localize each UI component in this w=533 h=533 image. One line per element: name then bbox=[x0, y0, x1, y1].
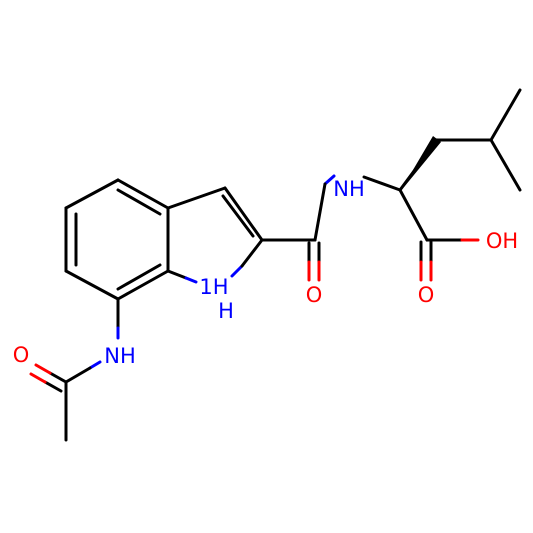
pyrrole-ring bbox=[166, 186, 264, 284]
bond-c4-c5 bbox=[64, 178, 120, 210]
bond-c3-c3a bbox=[166, 186, 227, 210]
carboxylic-acid bbox=[419, 238, 480, 282]
carbonyl-o-label: O bbox=[306, 283, 323, 307]
acetyl-o-label: O bbox=[13, 343, 30, 367]
isobutyl-side-chain bbox=[398, 88, 522, 192]
bond-nh-c bbox=[323, 174, 336, 186]
bond-n1-c2-blue bbox=[230, 264, 244, 278]
bond-ch3-top bbox=[489, 88, 522, 142]
bond-c3a-c4 bbox=[116, 178, 170, 210]
bond-nh-cacyl-blue bbox=[88, 360, 102, 370]
amide-linkage bbox=[260, 174, 336, 282]
bond-nh-cacyl bbox=[64, 366, 92, 384]
bond-c7-c7a-inner bbox=[116, 263, 162, 291]
bond-cacyl-o-a-red bbox=[34, 363, 52, 375]
bond-ch3-right bbox=[489, 138, 522, 192]
indole-1h-label: 1H bbox=[199, 275, 228, 299]
bond-c2-c3 bbox=[223, 186, 264, 242]
alpha-carbon-bonds bbox=[362, 175, 429, 242]
bond-cacyl-o-b bbox=[43, 380, 63, 393]
acetamide-group bbox=[29, 297, 120, 442]
bond-c7a-n1-black bbox=[166, 269, 188, 280]
bond-c7a-n1-blue bbox=[184, 276, 198, 284]
bond-cacyl-o-a bbox=[48, 371, 68, 384]
bond-cacyl-o-b-red bbox=[29, 372, 47, 384]
bond-c3a-c4-inner bbox=[116, 188, 162, 216]
stereo-wedge bbox=[400, 136, 441, 192]
indole-h-label: H bbox=[218, 299, 234, 323]
amide-nh-label: NH bbox=[333, 177, 365, 201]
bond-c2-c3-inner bbox=[221, 194, 255, 238]
bond-calpha-cooh bbox=[398, 188, 429, 242]
bond-c7-c7a bbox=[116, 269, 170, 301]
bond-nh-c-black bbox=[313, 182, 327, 242]
acid-o-label: O bbox=[418, 283, 435, 307]
acetamide-nh-label: NH bbox=[104, 344, 136, 368]
bond-calpha-nh bbox=[362, 175, 402, 192]
benzene-ring bbox=[64, 178, 170, 301]
bond-c6-c7 bbox=[64, 269, 120, 301]
acid-oh-label: OH bbox=[486, 229, 518, 253]
bond-n1-c2-black bbox=[240, 238, 264, 268]
